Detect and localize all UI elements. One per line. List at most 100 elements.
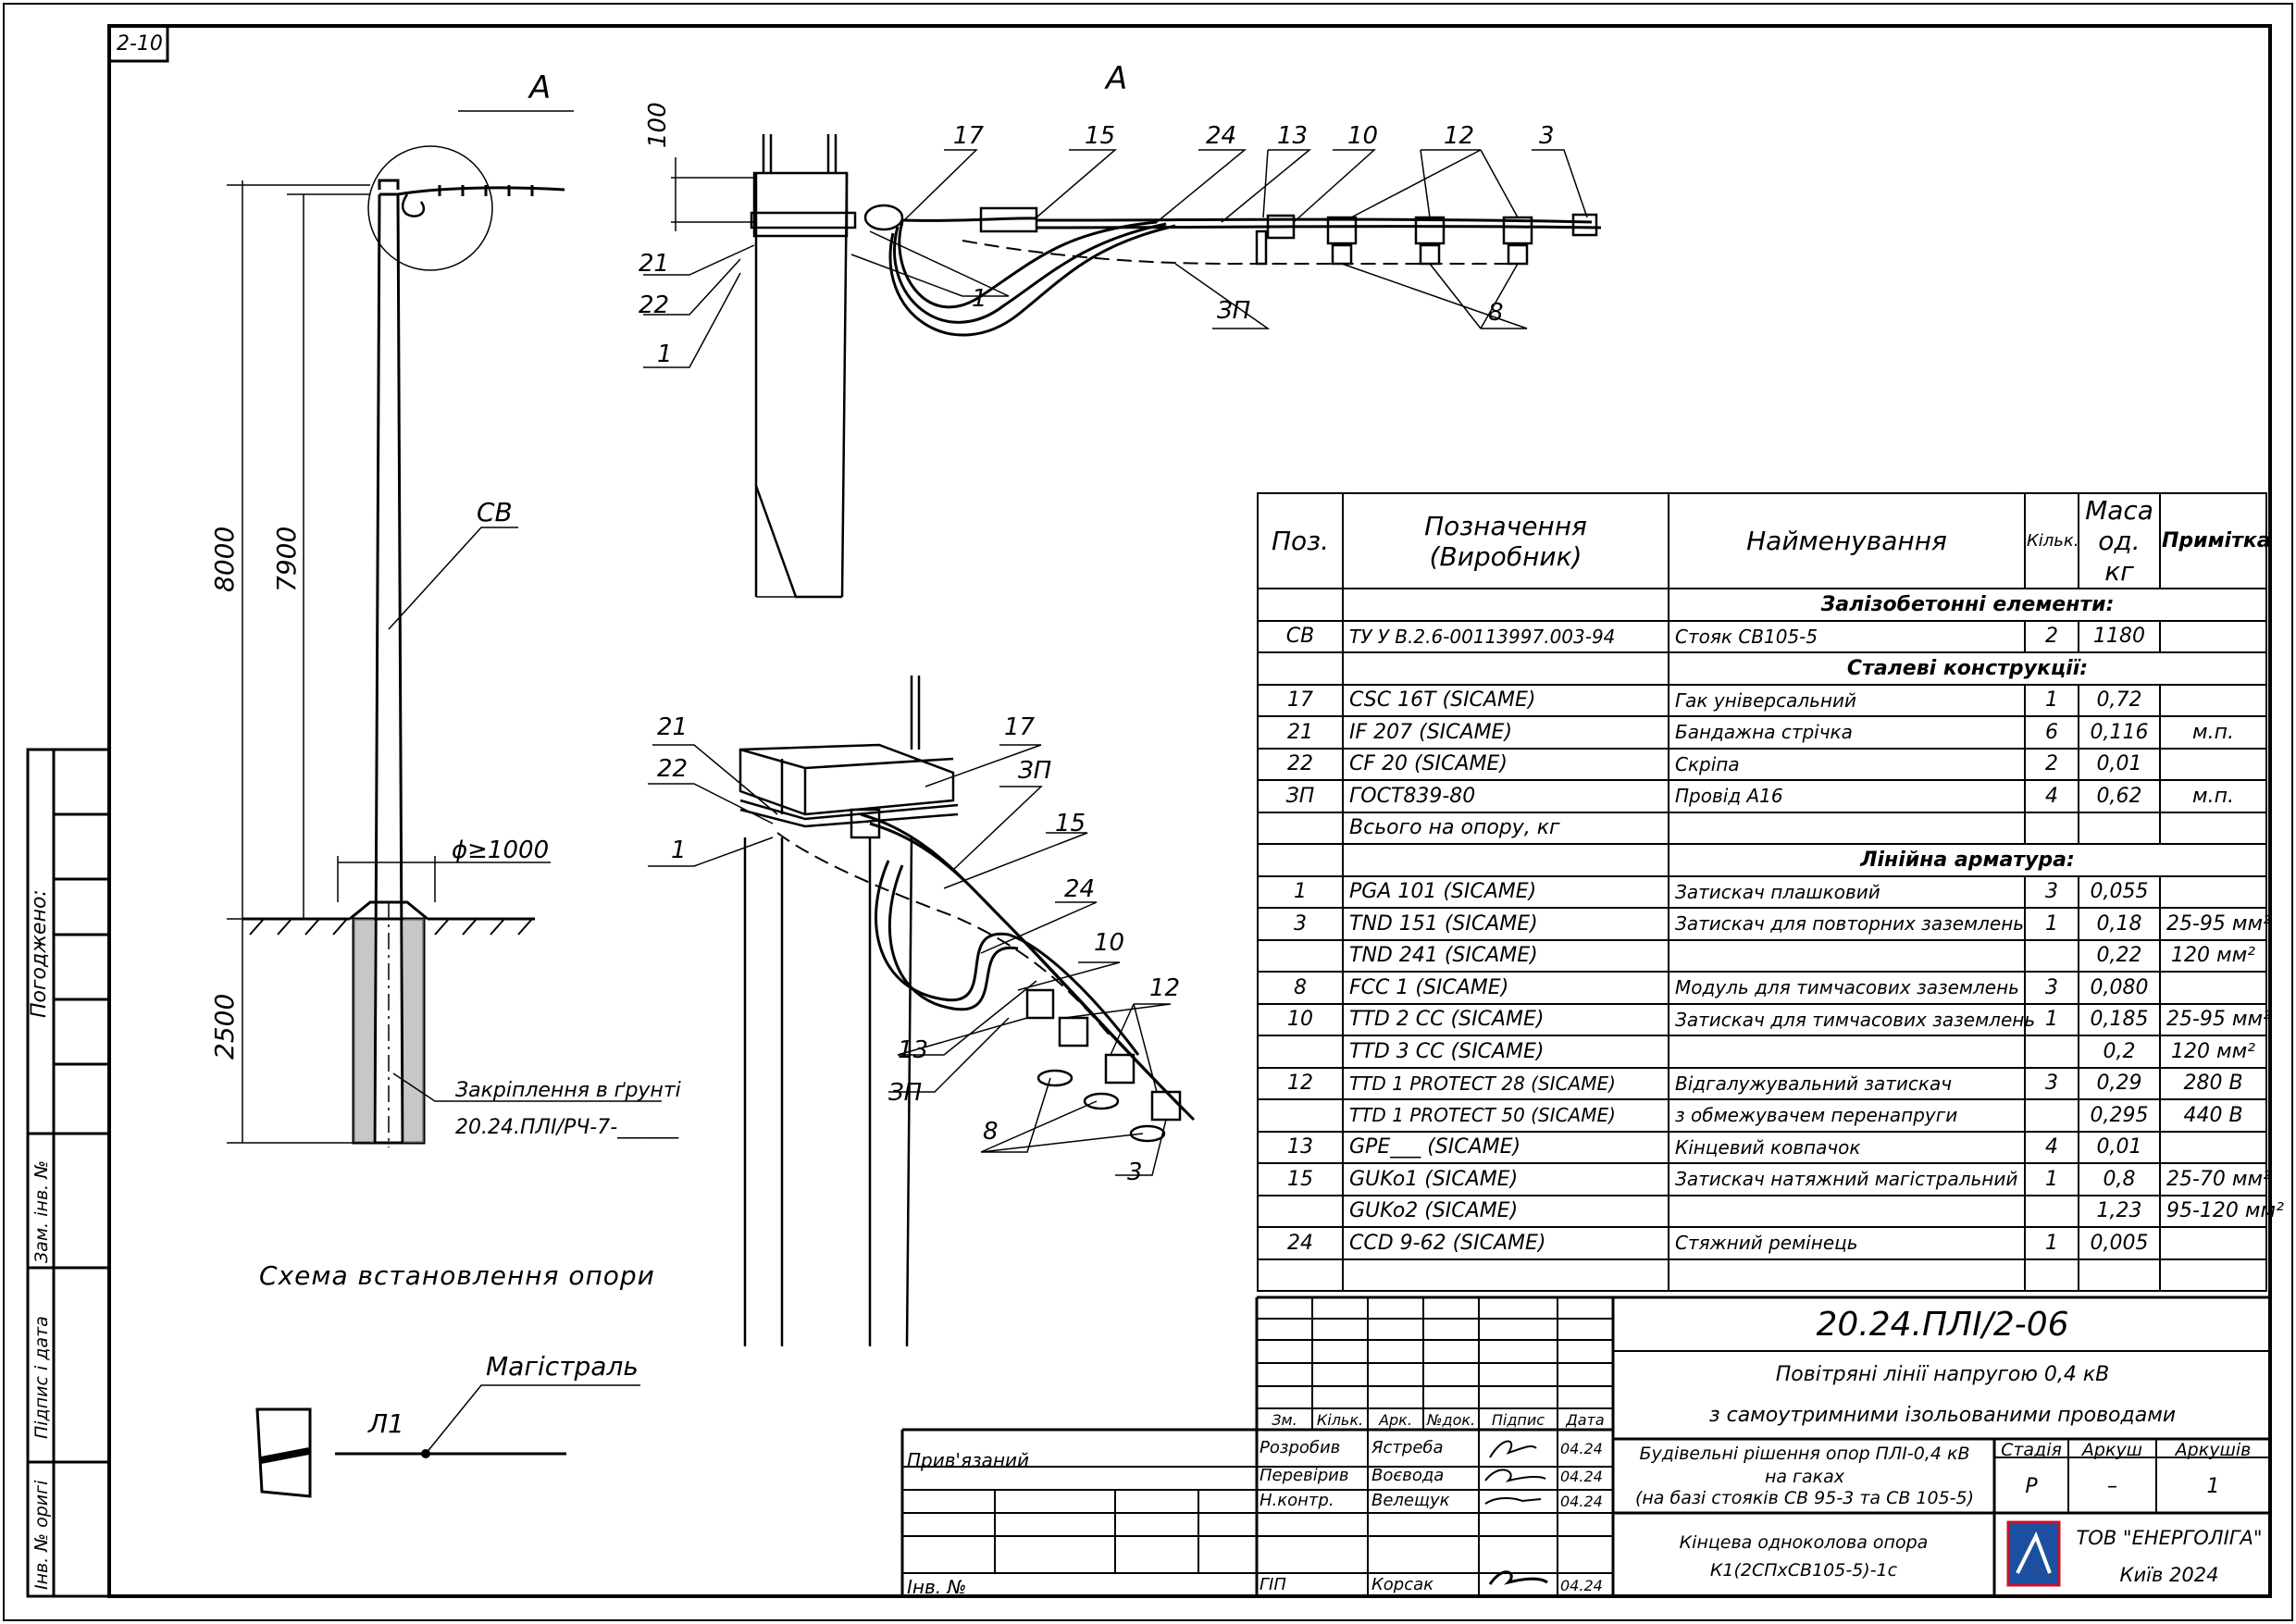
title-block-lines [900,1295,2270,1596]
date-3: 04.24 [1560,1493,1603,1510]
col-pos: Поз. [1257,492,1344,589]
cell-mass: 0,62 [2078,779,2161,813]
cell-pos: 15 [1257,1162,1344,1196]
hdr-kilk: Кільк. [1316,1411,1364,1429]
cell-des: TND 151 (SICAME) [1342,907,1669,941]
cell-note [2159,747,2267,781]
cell-name [1668,1258,2026,1292]
cell-des: ГОСТ839-80 [1342,779,1669,813]
cell-note [2159,1226,2267,1260]
cell-mass: 0,29 [2078,1066,2161,1100]
sheet-border [3,3,2293,1621]
cell-mass: 0,18 [2078,907,2161,941]
iso-callout-17: 17 [1004,713,1036,741]
sheets-value: 1 [2206,1475,2220,1498]
cell-note [2159,1130,2267,1164]
spec-section-row: Залізобетонні елементи: [1257,588,2267,622]
cell-mass: 0,295 [2078,1098,2161,1133]
cell-name: Гак універсальний [1668,683,2026,717]
cell-note: 440 В [2159,1098,2267,1133]
section-title: Лінійна арматура: [1668,843,2267,877]
cell-note: м.п. [2159,779,2267,813]
cell-mass: 0,055 [2078,874,2161,909]
doc-code: 20.24.ПЛІ/2-06 [1816,1306,2069,1344]
cell-des: ТУ У В.2.6-00113997.003-94 [1342,619,1669,653]
sheet-label: Аркуш [2081,1440,2143,1460]
cell-des: GUKo1 (SICAME) [1342,1162,1669,1196]
cell-note: 120 мм² [2159,938,2267,973]
company-name: ТОВ "ЕНЕРГОЛІГА" [2076,1527,2263,1549]
cell-note: 25-95 мм² [2159,1002,2271,1036]
col-name: Найменування [1668,492,2026,589]
iso-callout-13: 13 [898,1036,929,1064]
cell-mass [2078,811,2161,845]
dim-100: 100 [644,102,672,148]
cell-note: 280 В [2159,1066,2267,1100]
name-1: Ястреба [1371,1438,1444,1457]
stage-value: Р [2025,1475,2038,1498]
cell-des: TTD 3 CC (SICAME) [1342,1035,1669,1069]
cell-qty: 1 [2024,1226,2079,1260]
cell-name: Скріпа [1668,747,2026,781]
cell-name: з обмежувачем перенапруги [1668,1098,2026,1133]
iso-callout-24: 24 [1064,875,1096,903]
main-line-label: Магістраль [486,1351,639,1382]
callout-21: 21 [639,250,670,278]
iso-callout-zp: ЗП [1018,757,1052,785]
iso-callout-21: 21 [657,713,689,741]
cell-pos: 21 [1257,715,1344,750]
iso-callout-12: 12 [1149,974,1181,1002]
iso-callout-1: 1 [671,837,687,864]
agreed-label: Погоджено: [28,889,51,1018]
cell-name: Затискач плашковий [1668,874,2026,909]
cell-pos: 24 [1257,1226,1344,1260]
cell-des: GUKo2 (SICAME) [1342,1194,1669,1228]
cell-des: GPE___ (SICAME) [1342,1130,1669,1164]
cell-name: Відгалужувальний затискач [1668,1066,2026,1100]
cell-qty: 1 [2024,683,2079,717]
dim-7900: 7900 [271,526,302,592]
role-2: Перевірив [1260,1466,1349,1485]
cell-pos: 22 [1257,747,1344,781]
cell-mass: 0,2 [2078,1035,2161,1069]
hdr-pidpys: Підпис [1491,1411,1545,1429]
linked-label: Прив'язаний [907,1449,1030,1471]
cell-note [2159,811,2267,845]
iso-callout-22: 22 [657,755,689,783]
spec-section-row: Сталеві конструкції: [1257,651,2267,686]
cell-name: Стояк СВ105-5 [1668,619,2026,653]
view-a-detail-label: A [1106,60,1128,97]
title-line-1: Повітряні лінії напругою 0,4 кВ [1775,1363,2110,1386]
cell-mass: 0,080 [2078,971,2161,1005]
cell-note [2159,683,2267,717]
col-qty: Кільк. [2024,492,2079,589]
cell-qty: 6 [2024,715,2079,750]
cell-qty: 3 [2024,971,2079,1005]
section-title: Залізобетонні елементи: [1668,588,2267,622]
item-name-2: К1(2СПхСВ105-5)-1с [1709,1560,1898,1581]
cell-note: м.п. [2159,715,2267,750]
iso-callout-zp2: ЗП [888,1079,923,1107]
dim-2500: 2500 [209,993,240,1060]
cell-mass: 0,005 [2078,1226,2161,1260]
hdr-data: Дата [1566,1411,1605,1429]
cell-qty: 3 [2024,874,2079,909]
cell-name: Стяжний ремінець [1668,1226,2026,1260]
iso-callout-3: 3 [1127,1159,1143,1186]
cell-qty: 2 [2024,619,2079,653]
cell-pos: 17 [1257,683,1344,717]
cell-des: CCD 9-62 (SICAME) [1342,1226,1669,1260]
cell-pos: 12 [1257,1066,1344,1100]
table-row: Всього на опору, кг [1257,811,2267,845]
cell-note [2159,619,2267,653]
iso-callout-8: 8 [983,1118,999,1146]
